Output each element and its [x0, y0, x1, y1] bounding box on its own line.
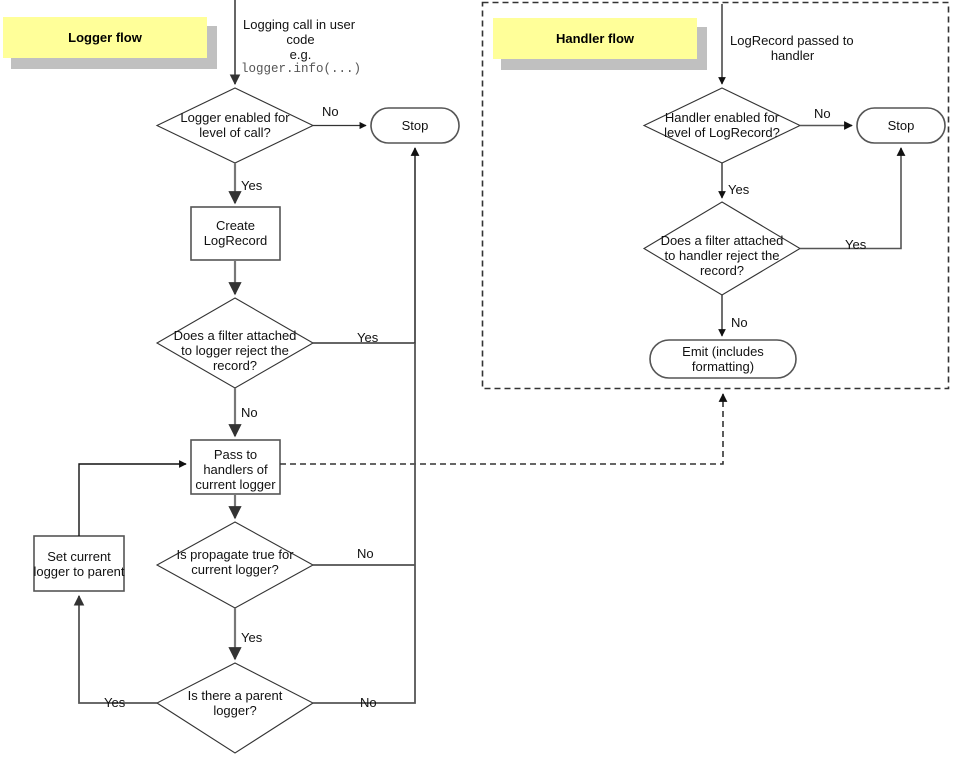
logger-start-label-line2: code	[286, 32, 315, 47]
edge-label-handler-enabled-no: No	[814, 106, 831, 121]
decision-filter-logger-label-line2: to logger reject the	[181, 343, 289, 358]
process-set-parent-label-line1: Set current	[47, 549, 111, 564]
edge-label-logger-enabled-yes: Yes	[241, 178, 263, 193]
terminal-emit-label: Emit (includes formatting)	[682, 344, 764, 374]
process-set-parent	[33, 535, 125, 592]
terminal-stop-logger	[370, 107, 460, 144]
decision-logger-enabled-label-line2: level of call?	[199, 125, 271, 140]
handler-start-label-line1: LogRecord passed to	[730, 33, 854, 48]
process-pass-handlers-label-line1: Pass to	[213, 447, 258, 462]
decision-propagate-label-line2: current logger?	[191, 562, 279, 577]
process-create-logrecord-label-line2: LogRecord	[203, 233, 268, 248]
edge-filter-logger-yes	[313, 147, 420, 344]
edge-label-filter-logger-yes: Yes	[357, 330, 379, 345]
logger-flow-header-box	[3, 17, 207, 58]
edge-pass-handlers-to-handler-panel	[280, 393, 728, 465]
decision-filter-handler-label-line1: Does a filter attached	[660, 233, 784, 248]
edge-set-parent-to-pass	[78, 460, 187, 536]
decision-parent-logger-label-line1: Is there a parent	[187, 688, 283, 703]
edge-label-propagate-yes: Yes	[241, 630, 263, 645]
terminal-stop-handler-label: Stop	[887, 118, 915, 133]
process-create-logrecord-label-line1: Create	[215, 218, 256, 233]
edge-parent-no	[313, 343, 416, 704]
edge-label-parent-no: No	[360, 695, 377, 710]
edge-label-logger-enabled-no: No	[322, 104, 339, 119]
decision-filter-handler-label-line2: to handler reject the	[664, 248, 780, 263]
edge-filter-handler-yes	[800, 147, 906, 250]
logger-start-label-line3: e.g.	[289, 47, 312, 62]
decision-filter-logger-label-line3: record?	[212, 358, 258, 373]
edge-label-filter-handler-no: No	[731, 315, 748, 330]
edge-label-propagate-no: No	[357, 546, 374, 561]
handler-start-label-line2: handler	[770, 48, 815, 63]
decision-filter-logger-label-line1: Does a filter attached	[173, 328, 297, 343]
process-pass-handlers-label-line3: current logger	[195, 477, 276, 492]
decision-parent-logger-label-line2: logger?	[213, 703, 257, 718]
decision-filter-handler-label-line3: record?	[699, 263, 745, 278]
logger-flow-header-label: Logger flow	[68, 30, 142, 45]
terminal-emit	[649, 339, 797, 379]
edge-label-filter-handler-yes: Yes	[845, 237, 867, 252]
handler-flow-header-label: Handler flow	[555, 31, 634, 46]
edge-parent-yes	[73, 594, 157, 704]
decision-parent-logger	[155, 662, 315, 754]
process-set-parent-label-line2: logger to parent	[33, 564, 125, 579]
handler-flow-header-box	[493, 18, 697, 59]
decision-logger-enabled-label-line1: Logger enabled for	[180, 110, 290, 125]
decision-handler-enabled-label-line2: level of LogRecord?	[664, 125, 780, 140]
logger-start-label-line1: Logging call in user	[243, 17, 356, 32]
decision-propagate-label-line1: Is propagate true for	[176, 547, 294, 562]
edge-label-handler-enabled-yes: Yes	[728, 182, 750, 197]
terminal-stop-logger-label: Stop	[401, 118, 429, 133]
terminal-stop-handler	[856, 107, 946, 144]
edge-label-filter-logger-no: No	[241, 405, 258, 420]
process-pass-handlers-label-line2: handlers of	[203, 462, 268, 477]
handler-panel-border	[481, 1, 950, 390]
decision-handler-enabled-label-line1: Handler enabled for	[664, 110, 780, 125]
logger-start-label-code: logger.info(...)	[240, 62, 362, 76]
edge-label-parent-yes: Yes	[104, 695, 126, 710]
